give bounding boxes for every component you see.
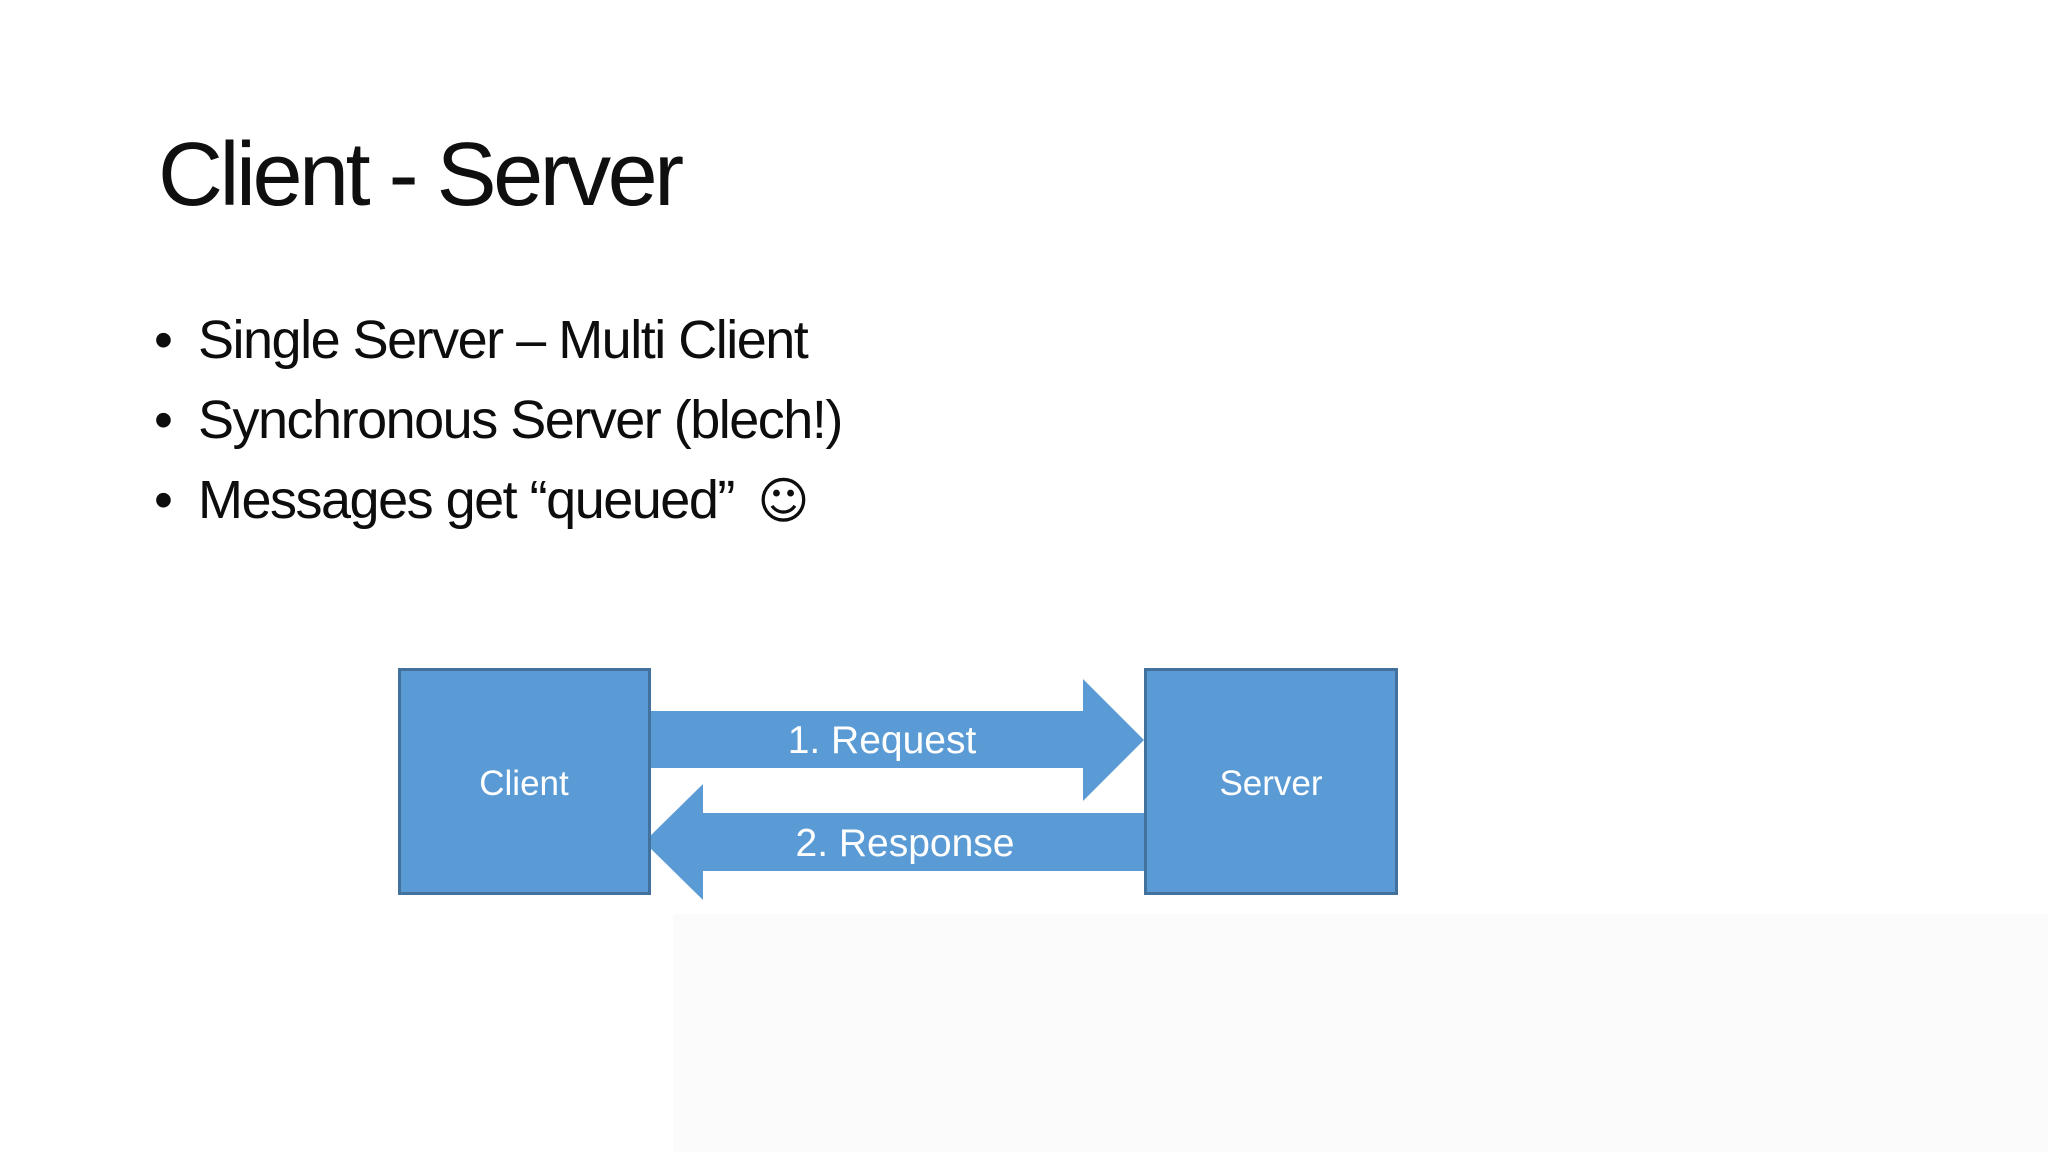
background-shade (673, 914, 2048, 1152)
bullet-text: Single Server – Multi Client (198, 310, 809, 370)
request-arrow-label: 1. Request (788, 719, 977, 762)
smiley-icon: ☺ (757, 472, 810, 530)
bullet-icon: • (154, 390, 173, 450)
slide-title: Client - Server (158, 125, 684, 225)
request-arrow (650, 679, 1144, 801)
server-box-label: Server (1219, 764, 1322, 803)
client-box (398, 668, 651, 895)
server-box (1144, 668, 1398, 895)
bullet-icon: • (154, 310, 173, 370)
bullet-text: Synchronous Server (blech!) (198, 390, 843, 450)
bullet-item: • Synchronous Server (blech!) (150, 380, 843, 460)
client-box-label: Client (479, 764, 569, 803)
bullet-icon: • (154, 470, 173, 530)
response-arrow (644, 784, 1146, 900)
response-arrow-label: 2. Response (796, 822, 1015, 865)
bullet-item: • Single Server – Multi Client (150, 300, 842, 380)
bullet-item: • Messages get “queued” ☺ (150, 460, 842, 541)
bullet-text: Messages get “queued” (198, 470, 735, 530)
bullet-list: • Single Server – Multi Client • Synchro… (150, 300, 843, 541)
